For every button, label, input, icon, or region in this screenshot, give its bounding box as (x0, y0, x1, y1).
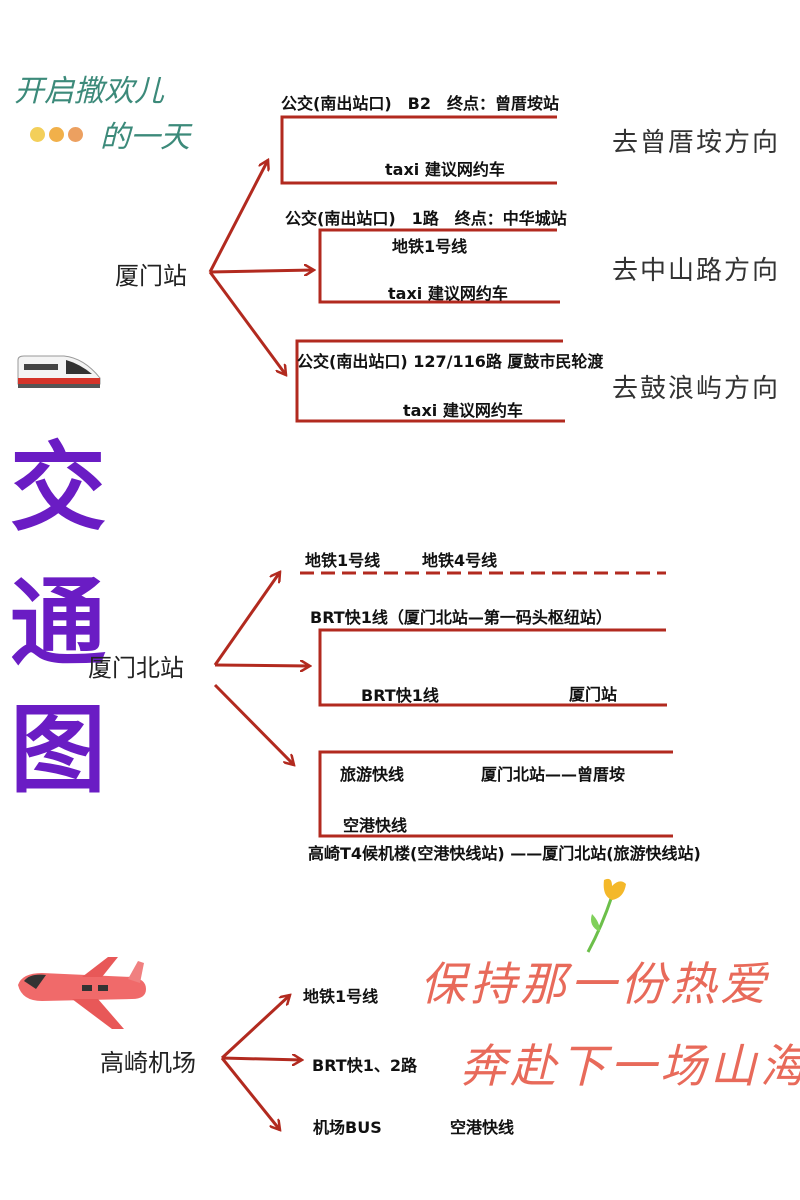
route-label: 地铁1号线 (303, 987, 379, 1006)
title-char: 图 (10, 693, 106, 806)
arrow (220, 1057, 280, 1130)
direction-label: 去曾厝垵方向 (612, 128, 781, 158)
route-label: 厦门站 (569, 685, 618, 704)
title-char: 交 (10, 431, 106, 544)
arrow (221, 1058, 302, 1060)
hub-xiamen-station: 厦门站 (115, 262, 187, 290)
title-char: 通 (10, 566, 106, 679)
arrow (208, 271, 286, 375)
hub-gaoqi-airport: 高崎机场 (100, 1049, 196, 1077)
arrow (213, 683, 294, 765)
hub-xiamen-north-station: 厦门北站 (88, 654, 184, 682)
direction-label: 去鼓浪屿方向 (612, 374, 781, 404)
direction-label: 去中山路方向 (612, 256, 781, 286)
arrow (213, 572, 280, 666)
header-handwriting-line1: 开启撒欢儿 (14, 74, 164, 109)
train-icon (17, 355, 101, 388)
bracket (318, 228, 560, 304)
arrow (214, 665, 310, 666)
route-label: taxi 建议网约车 (388, 284, 508, 303)
route-label: 空港快线 (450, 1118, 515, 1137)
route-label: BRT快1线 (361, 686, 439, 705)
footer-handwriting-line1: 保持那一份热爱 (420, 957, 770, 1011)
route-label: 旅游快线 (340, 765, 405, 784)
bracket (295, 339, 565, 423)
route-label: 地铁1号线 (392, 237, 468, 256)
footer-handwriting-line2: 奔赴下一场山海 (460, 1039, 800, 1093)
tulip-icon (586, 878, 626, 953)
bracket (318, 628, 667, 707)
arrow (208, 160, 268, 273)
bracket (280, 115, 557, 185)
header-handwriting-line2: 的一天 (100, 120, 190, 155)
airplane-icon (18, 957, 146, 1029)
bracket (318, 750, 673, 838)
route-label: 地铁1号线 (305, 551, 381, 570)
route-label: 公交(南出站口) 1路 终点：中华城站 (285, 209, 567, 228)
route-label: taxi 建议网约车 (403, 401, 523, 420)
route-label: 空港快线 (343, 816, 408, 835)
route-label: 高崎T4候机楼(空港快线站) ——厦门北站(旅游快线站) (308, 844, 701, 863)
route-label: BRT快1、2路 (312, 1056, 417, 1075)
route-label: 厦门北站——曾厝垵 (481, 765, 626, 784)
route-label: 机场BUS (313, 1118, 382, 1137)
arrow (209, 270, 314, 272)
arrow (220, 995, 290, 1060)
route-label: 公交(南出站口) 127/116路 厦鼓市民轮渡 (297, 352, 604, 371)
route-label: 公交(南出站口) B2 终点：曾厝垵站 (281, 94, 559, 113)
smiley-icons (30, 127, 83, 146)
route-label: 地铁4号线 (422, 551, 498, 570)
route-label: taxi 建议网约车 (385, 160, 505, 179)
route-label: BRT快1线（厦门北站—第一码头枢纽站） (310, 608, 612, 627)
